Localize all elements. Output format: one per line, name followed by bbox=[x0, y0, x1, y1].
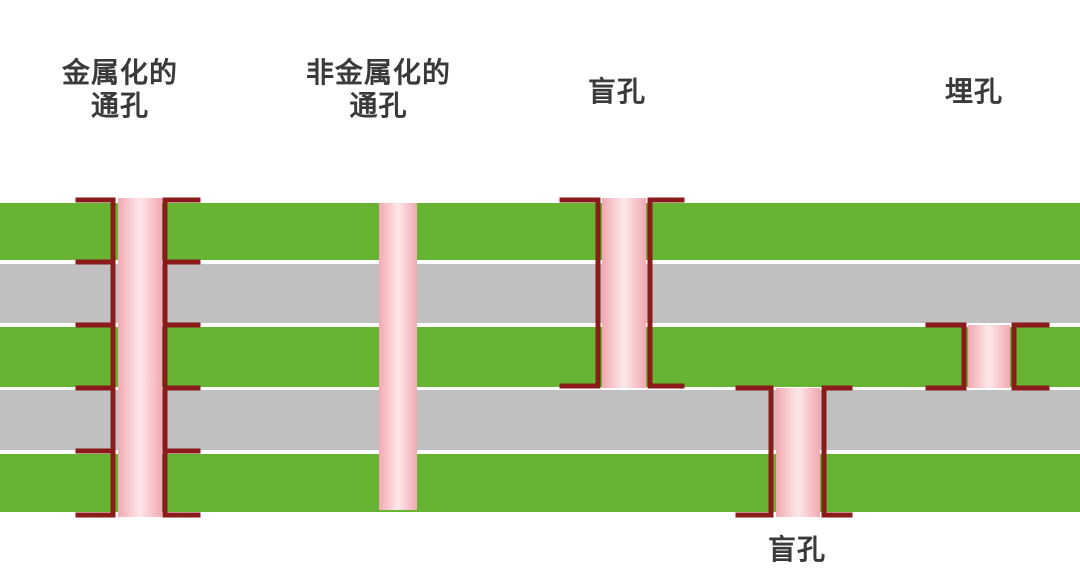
blind-via-bottom-hole bbox=[776, 388, 820, 517]
metallized-via-right-wall bbox=[162, 197, 201, 518]
label-blind-via-top: 盲孔 bbox=[588, 75, 647, 108]
dielectric-layer-2 bbox=[0, 264, 1080, 323]
label-non-metallized-through-hole: 非金属化的 通孔 bbox=[306, 56, 451, 122]
blind-via-top-left-wall bbox=[559, 197, 601, 389]
label-blind-via-bottom: 盲孔 bbox=[768, 533, 827, 566]
metallized-through-hole-hole bbox=[118, 198, 162, 517]
dielectric-layer-4 bbox=[0, 390, 1080, 450]
blind-via-top-hole bbox=[602, 198, 646, 388]
copper-layer-5 bbox=[0, 454, 1080, 512]
non-metallized-through-hole-hole bbox=[379, 203, 417, 510]
copper-layer-1 bbox=[0, 203, 1080, 260]
metallized-via-left-wall bbox=[75, 197, 116, 518]
label-non-metallized-line-2: 通孔 bbox=[349, 89, 408, 122]
blind-via-bottom-left-wall bbox=[735, 385, 774, 518]
label-metallized-through-hole: 金属化的 通孔 bbox=[62, 56, 178, 122]
buried-via-left-wall bbox=[925, 322, 967, 391]
buried-via-hole bbox=[968, 325, 1010, 388]
copper-layer-3 bbox=[0, 327, 1080, 387]
label-non-metallized-line-1: 非金属化的 bbox=[306, 56, 452, 89]
blind-via-bottom-right-wall bbox=[821, 385, 853, 518]
buried-via-right-wall bbox=[1011, 322, 1050, 391]
label-metallized-line-1: 金属化的 bbox=[62, 56, 179, 89]
label-metallized-line-2: 通孔 bbox=[91, 89, 150, 122]
blind-via-top-right-wall bbox=[647, 197, 685, 389]
label-buried-via: 埋孔 bbox=[945, 75, 1004, 108]
